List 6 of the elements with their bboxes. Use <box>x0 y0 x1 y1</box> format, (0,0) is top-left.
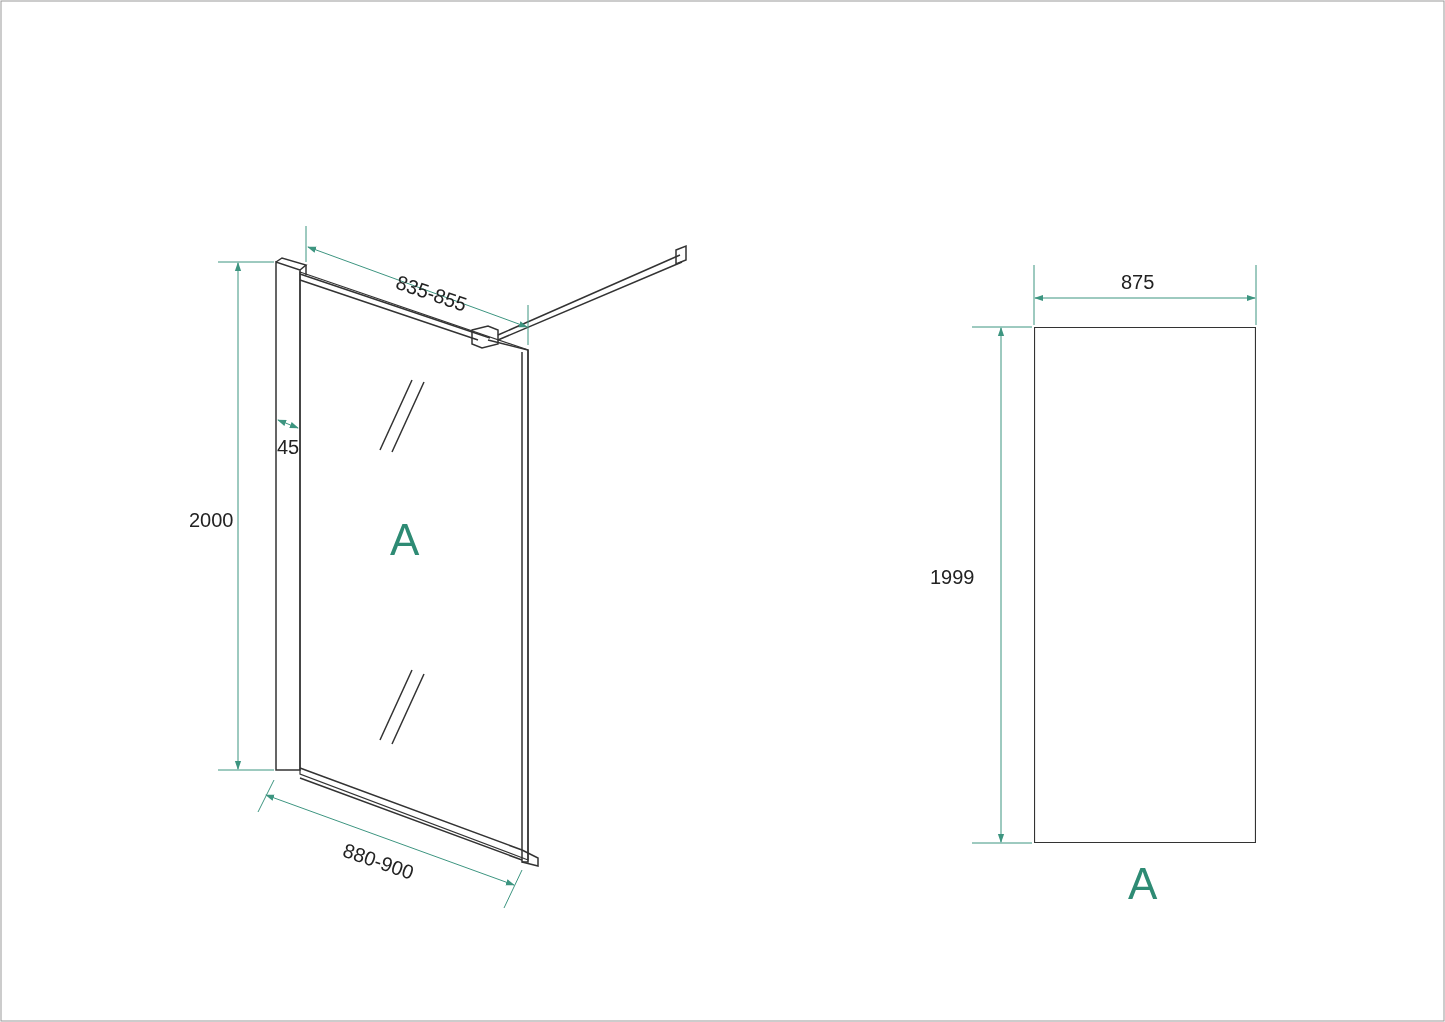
dimension-label: 45 <box>277 437 300 457</box>
dimension-label: 875 <box>1121 272 1155 292</box>
panel-letter: A <box>1128 862 1158 906</box>
panel-letter: A <box>390 518 420 562</box>
dimension-label: 2000 <box>189 510 234 530</box>
dimension-label: 1999 <box>930 567 975 587</box>
